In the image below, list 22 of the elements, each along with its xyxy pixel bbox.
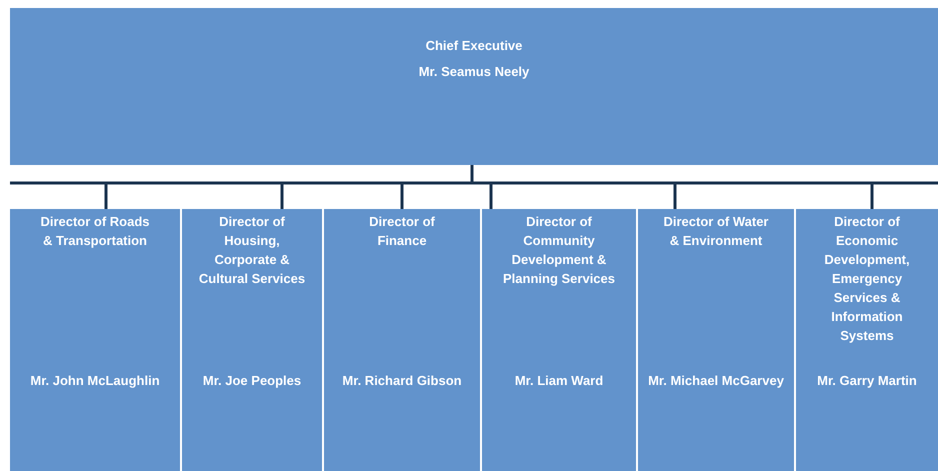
person-name: Mr. Richard Gibson [341,372,463,390]
role-title: Director of Finance [368,213,436,250]
director-box [324,209,480,471]
role-title: Director of Water & Environment [662,213,770,250]
director-box [182,209,322,471]
executive-box [10,8,938,165]
director-box [796,209,938,471]
role-title: Director of Roads & Transportation [40,213,150,250]
person-name: Mr. Liam Ward [514,372,604,390]
person-name: Mr. John McLaughlin [29,372,161,390]
person-name: Mr. Garry Martin [816,372,918,390]
person-name: Mr. Joe Peoples [202,372,302,390]
director-box [638,209,794,471]
role-title: Chief Executive [424,37,524,55]
connector-line [470,165,874,209]
person-name: Mr. Michael McGarvey [647,372,785,390]
role-title: Director of Economic Development, Emergency Services & Information Systems [823,213,911,345]
person-name: Mr. Seamus Neely [418,63,530,81]
director-box [482,209,636,471]
role-title: Director of Community Development & Planning Services [502,213,616,288]
role-title: Director of Housing, Corporate & Cultural Services [198,213,306,288]
director-box [10,209,180,471]
